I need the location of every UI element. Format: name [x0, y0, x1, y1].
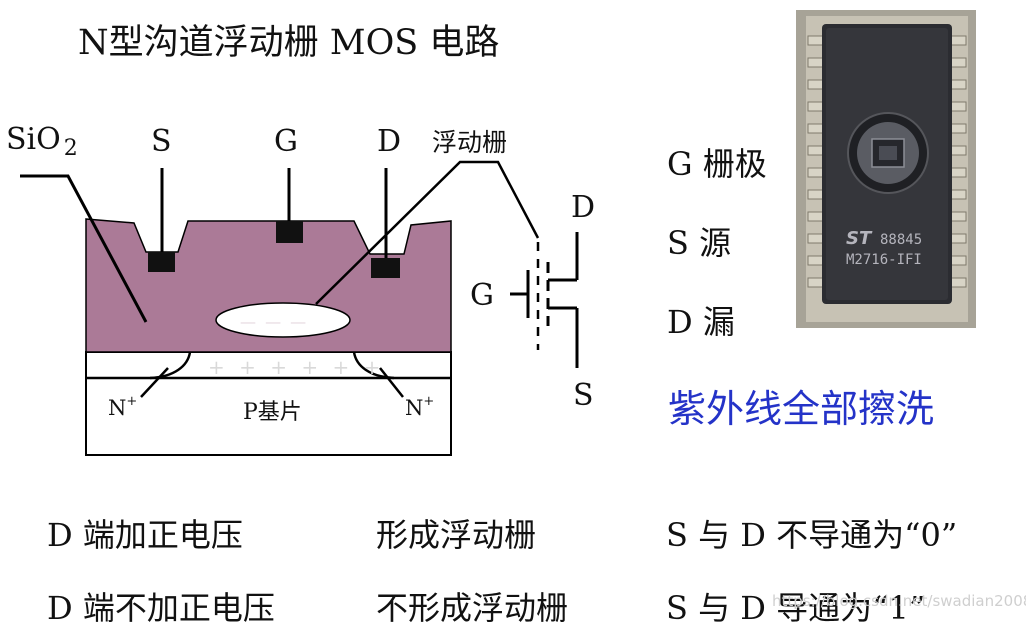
source-contact	[148, 252, 175, 272]
floating-gate-pointer	[315, 160, 540, 305]
sio2-subscript: 2	[63, 136, 78, 161]
substrate-label: P基片	[243, 400, 302, 425]
st-logo: ST	[846, 228, 872, 249]
n-left-sup: +	[126, 394, 138, 409]
row2-result: 不形成浮动栅	[376, 589, 569, 627]
n-plus-left: N+	[108, 394, 138, 420]
n-left-text: N	[108, 396, 127, 420]
eprom-chip-photo	[796, 10, 976, 328]
floating-gate-label: 浮动栅	[432, 128, 508, 157]
legend-drain: D 漏	[667, 303, 735, 341]
row1-state: S 与 D 不导通为“0”	[666, 516, 958, 554]
row1-result: 形成浮动栅	[376, 516, 537, 554]
minus-charges: — — —	[240, 312, 309, 331]
n-right-pointer	[379, 367, 404, 398]
drain-label: D	[377, 124, 402, 159]
watermark: https://blog.csdn.net/swadian2008	[772, 592, 1026, 610]
row2-state: S 与 D 导通为“1”	[666, 589, 926, 627]
gate-contact	[276, 221, 303, 243]
plus-charges: + + + + + +	[208, 355, 385, 379]
sio2-main: SiO	[6, 122, 61, 157]
floating-gate-ellipse	[215, 302, 351, 338]
legend-source: S 源	[667, 224, 732, 262]
n-plus-right: N+	[405, 394, 435, 420]
p-substrate	[85, 351, 452, 456]
drain-contact	[371, 258, 400, 278]
symbol-drain-label: D	[571, 190, 596, 225]
chip-code-2: M2716-IFI	[846, 252, 922, 268]
legend-gate: G 栅极	[667, 145, 767, 183]
n-left-pointer	[140, 367, 169, 398]
row1-condition: D 端加正电压	[47, 516, 243, 554]
gate-label: G	[274, 124, 298, 159]
n-left-region	[149, 351, 192, 380]
symbol-gate-label: G	[470, 278, 494, 313]
source-label: S	[151, 124, 172, 159]
row2-condition: D 端不加正电压	[47, 589, 275, 627]
sio2-pointer	[20, 174, 148, 323]
page-title: N型沟道浮动栅 MOS 电路	[78, 23, 500, 63]
n-right-text: N	[405, 396, 424, 420]
chip-code-1: 88845	[880, 232, 923, 248]
uv-erase-text: 紫外线全部擦洗	[668, 387, 935, 431]
symbol-source-label: S	[573, 378, 594, 413]
sio2-layer	[85, 218, 452, 353]
n-right-sup: +	[423, 394, 435, 409]
